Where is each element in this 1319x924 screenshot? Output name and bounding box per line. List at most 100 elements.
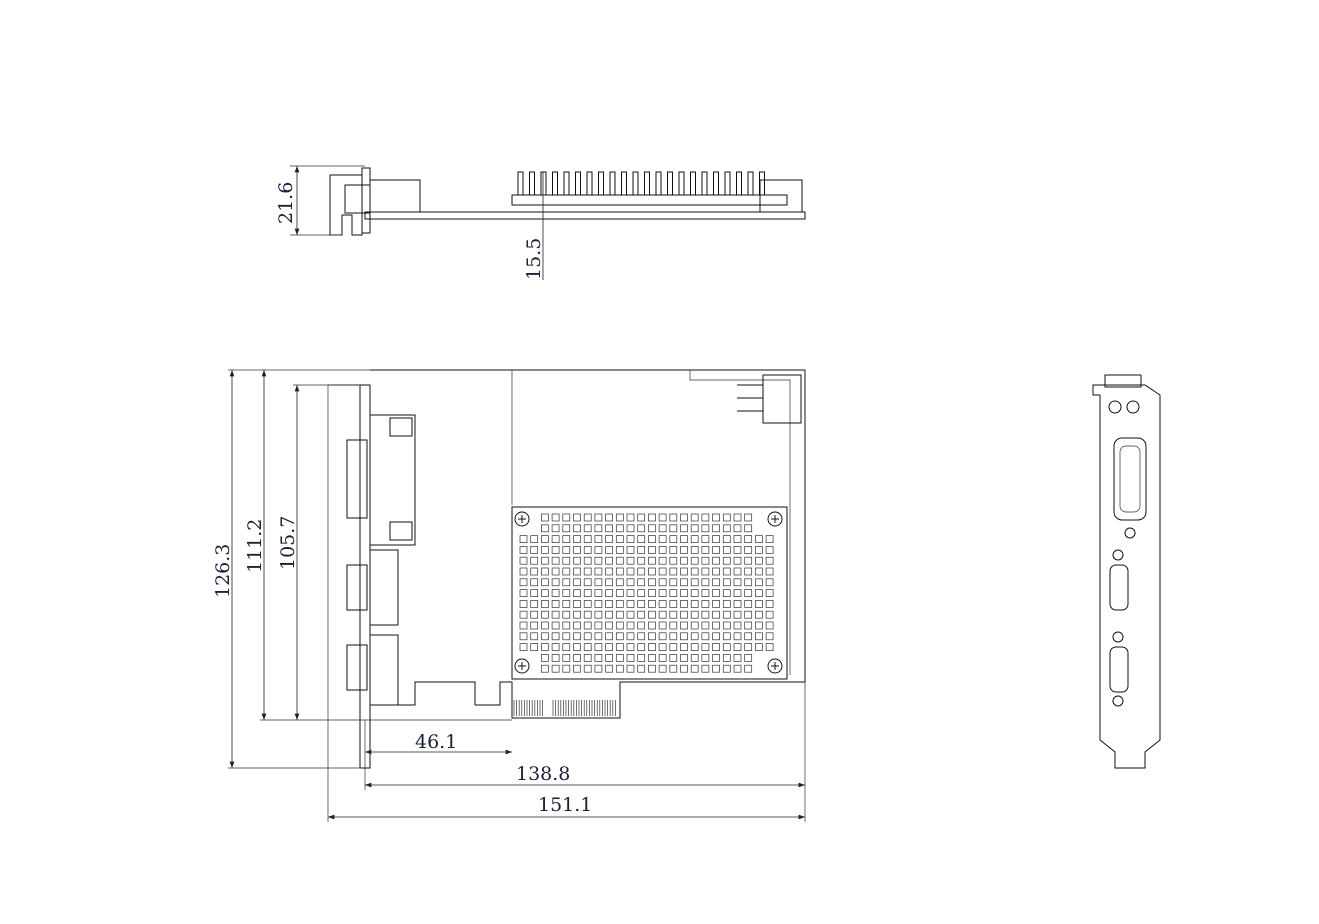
heatsink-pin xyxy=(765,643,774,651)
heatsink-pin xyxy=(658,513,667,522)
heatsink-pin xyxy=(690,546,699,554)
heatsink-pin xyxy=(701,556,710,565)
heatsink-pin xyxy=(733,610,742,619)
heatsink-pin xyxy=(626,654,635,662)
heatsink-pin xyxy=(755,567,763,576)
heatsink-pin xyxy=(669,524,678,533)
heatsink-pin xyxy=(594,632,603,641)
heatsink-pin xyxy=(530,578,539,587)
heatsink-pin xyxy=(541,664,549,673)
dvi-port xyxy=(1113,437,1147,521)
screw-icon xyxy=(767,511,783,527)
heatsink-pin xyxy=(744,589,753,597)
heatsink-pin xyxy=(637,610,646,619)
heatsink-pin xyxy=(637,546,646,554)
heatsink-fin xyxy=(632,171,639,195)
side-bracket-plate xyxy=(361,167,371,234)
screw-post xyxy=(389,521,413,541)
heatsink-pin xyxy=(530,610,539,619)
heatsink-pin xyxy=(733,600,742,608)
heatsink-pin xyxy=(733,664,742,673)
heatsink-pin xyxy=(712,567,720,576)
heatsink-pin xyxy=(722,567,731,576)
heatsink-pin xyxy=(583,654,592,662)
dim-label-105-7: 105.7 xyxy=(277,516,299,570)
heatsink-pin xyxy=(573,621,581,630)
heatsink-pin xyxy=(605,567,613,576)
heatsink-pin xyxy=(690,632,699,641)
heatsink-pin xyxy=(669,556,678,565)
heatsink-pin xyxy=(541,524,549,533)
heatsink-pin xyxy=(701,600,710,608)
heatsink-pin xyxy=(648,556,656,565)
heatsink-pin xyxy=(755,556,763,565)
heatsink-pin xyxy=(626,567,635,576)
heatsink-pin xyxy=(690,513,699,522)
heatsink-pin xyxy=(658,546,667,554)
heatsink-pin xyxy=(733,643,742,651)
heatsink-pin xyxy=(562,589,571,597)
heatsink-pin xyxy=(712,535,720,543)
heatsink-pin xyxy=(669,535,678,543)
heatsink-fin xyxy=(678,171,685,195)
heatsink-pin xyxy=(744,632,753,641)
heatsink-pin xyxy=(701,654,710,662)
heatsink-pin xyxy=(637,578,646,587)
heatsink-pin xyxy=(658,524,667,533)
heatsink-pin xyxy=(722,664,731,673)
displayport-connector-1 xyxy=(346,564,368,611)
heatsink-pin xyxy=(562,567,571,576)
heatsink-pin xyxy=(626,578,635,587)
heatsink-pin xyxy=(669,578,678,587)
heatsink-pin xyxy=(562,524,571,533)
heatsink-pin xyxy=(690,578,699,587)
heatsink-pin xyxy=(648,589,656,597)
heatsink-pin xyxy=(583,578,592,587)
heatsink-pin xyxy=(626,632,635,641)
heatsink-pin xyxy=(658,664,667,673)
heatsink-pin xyxy=(658,556,667,565)
heatsink-pin xyxy=(648,632,656,641)
heatsink-pin xyxy=(615,556,624,565)
heatsink-pin xyxy=(733,546,742,554)
heatsink-pin xyxy=(755,621,763,630)
heatsink-pin xyxy=(551,589,560,597)
heatsink-pin xyxy=(637,513,646,522)
heatsink-pin xyxy=(690,643,699,651)
screw-cross xyxy=(771,662,779,670)
dim-label-138-8: 138.8 xyxy=(516,763,570,785)
heatsink-pin xyxy=(755,610,763,619)
heatsink-pin xyxy=(605,524,613,533)
bracket-front-view xyxy=(1092,374,1161,769)
heatsink-pin xyxy=(733,524,742,533)
heatsink-pin xyxy=(541,535,549,543)
heatsink-pin xyxy=(573,600,581,608)
heatsink-pin xyxy=(680,567,688,576)
heatsink-pin xyxy=(722,524,731,533)
heatsink-pin xyxy=(615,621,624,630)
heatsink-pin xyxy=(712,578,720,587)
heatsink-pin xyxy=(669,643,678,651)
heatsink-pin xyxy=(669,589,678,597)
dim-label-151-1: 151.1 xyxy=(538,794,592,816)
heatsink-pin xyxy=(712,664,720,673)
heatsink-pin xyxy=(583,632,592,641)
heatsink-pin xyxy=(594,654,603,662)
heatsink-pin xyxy=(626,513,635,522)
heatsink-pin xyxy=(583,643,592,651)
heatsink-pin xyxy=(551,600,560,608)
heatsink-pin xyxy=(669,621,678,630)
heatsink-pin xyxy=(615,600,624,608)
heatsink-pin xyxy=(519,632,528,641)
heatsink-pin-grid xyxy=(519,513,774,673)
heatsink-pin xyxy=(733,578,742,587)
heatsink-pin xyxy=(583,610,592,619)
heatsink-pin xyxy=(755,632,763,641)
heatsink-pin xyxy=(690,524,699,533)
heatsink-pin xyxy=(648,643,656,651)
heatsink-pin xyxy=(765,621,774,630)
displayport-connector-2 xyxy=(346,644,368,691)
dim-label-46-1: 46.1 xyxy=(415,731,457,753)
heatsink-pin xyxy=(615,567,624,576)
heatsink-pin xyxy=(626,621,635,630)
